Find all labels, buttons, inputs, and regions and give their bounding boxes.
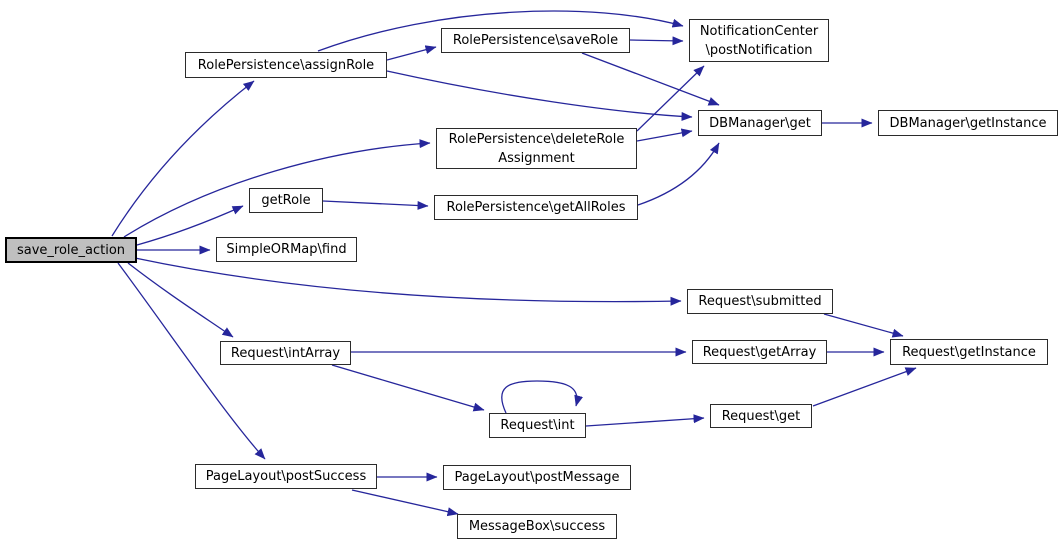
node-request-getinstance[interactable]: Request\getInstance bbox=[890, 339, 1048, 365]
node-rolepersistence-saverole[interactable]: RolePersistence\saveRole bbox=[441, 28, 630, 53]
node-messagebox-success[interactable]: MessageBox\success bbox=[457, 514, 617, 539]
edge-save-to-assignrole bbox=[111, 80, 255, 237]
edge-getrole-to-getallroles bbox=[322, 200, 429, 210]
edge-assignrole-to-dbget bbox=[386, 70, 693, 121]
node-getrole[interactable]: getRole bbox=[249, 188, 323, 213]
node-request-get[interactable]: Request\get bbox=[710, 404, 812, 428]
node-request-submitted[interactable]: Request\submitted bbox=[687, 289, 833, 314]
node-pagelayout-postsuccess[interactable]: PageLayout\postSuccess bbox=[195, 464, 377, 489]
edge-save-to-submitted bbox=[134, 257, 682, 306]
node-request-getarray[interactable]: Request\getArray bbox=[692, 340, 827, 364]
node-rolepersistence-deleteroleassignment[interactable]: RolePersistence\deleteRole Assignment bbox=[436, 128, 637, 169]
edge-saverole-to-dbget bbox=[581, 52, 720, 106]
node-request-intarray[interactable]: Request\intArray bbox=[220, 341, 351, 365]
edge-submitted-to-getinstance bbox=[823, 313, 904, 338]
edge-save-to-postsuccess bbox=[117, 262, 266, 460]
edge-int-self-loop bbox=[501, 380, 584, 414]
edge-int-to-get bbox=[585, 414, 705, 427]
node-dbmanager-get[interactable]: DBManager\get bbox=[698, 110, 822, 136]
node-rolepersistence-assignrole[interactable]: RolePersistence\assignRole bbox=[185, 52, 387, 78]
node-notificationcenter-postnotification[interactable]: NotificationCenter \postNotification bbox=[689, 19, 829, 62]
edge-deleteroleassignment-to-dbget bbox=[636, 128, 693, 142]
node-save-role-action: save_role_action bbox=[5, 237, 137, 263]
edge-saverole-to-postnotification bbox=[629, 36, 684, 46]
edge-save-to-getrole bbox=[136, 205, 244, 246]
edge-assignrole-to-postnotification bbox=[317, 10, 684, 52]
edge-deleteroleassignment-to-postnotification bbox=[636, 65, 705, 132]
edge-intarray-to-int bbox=[331, 364, 485, 412]
edge-assignrole-to-saverole bbox=[386, 45, 437, 61]
node-dbmanager-getinstance[interactable]: DBManager\getInstance bbox=[878, 110, 1058, 136]
node-simpleormap-find[interactable]: SimpleORMap\find bbox=[216, 237, 357, 262]
edge-getallroles-to-dbget bbox=[637, 142, 720, 206]
node-rolepersistence-getallroles[interactable]: RolePersistence\getAllRoles bbox=[434, 195, 638, 220]
edge-get-to-getinstance bbox=[812, 367, 917, 407]
edge-save-to-deleteroleassignment bbox=[123, 139, 431, 238]
node-pagelayout-postmessage[interactable]: PageLayout\postMessage bbox=[443, 465, 631, 490]
edge-save-to-intarray bbox=[127, 262, 234, 338]
node-request-int[interactable]: Request\int bbox=[489, 413, 586, 438]
edge-postsuccess-to-success bbox=[351, 489, 459, 517]
